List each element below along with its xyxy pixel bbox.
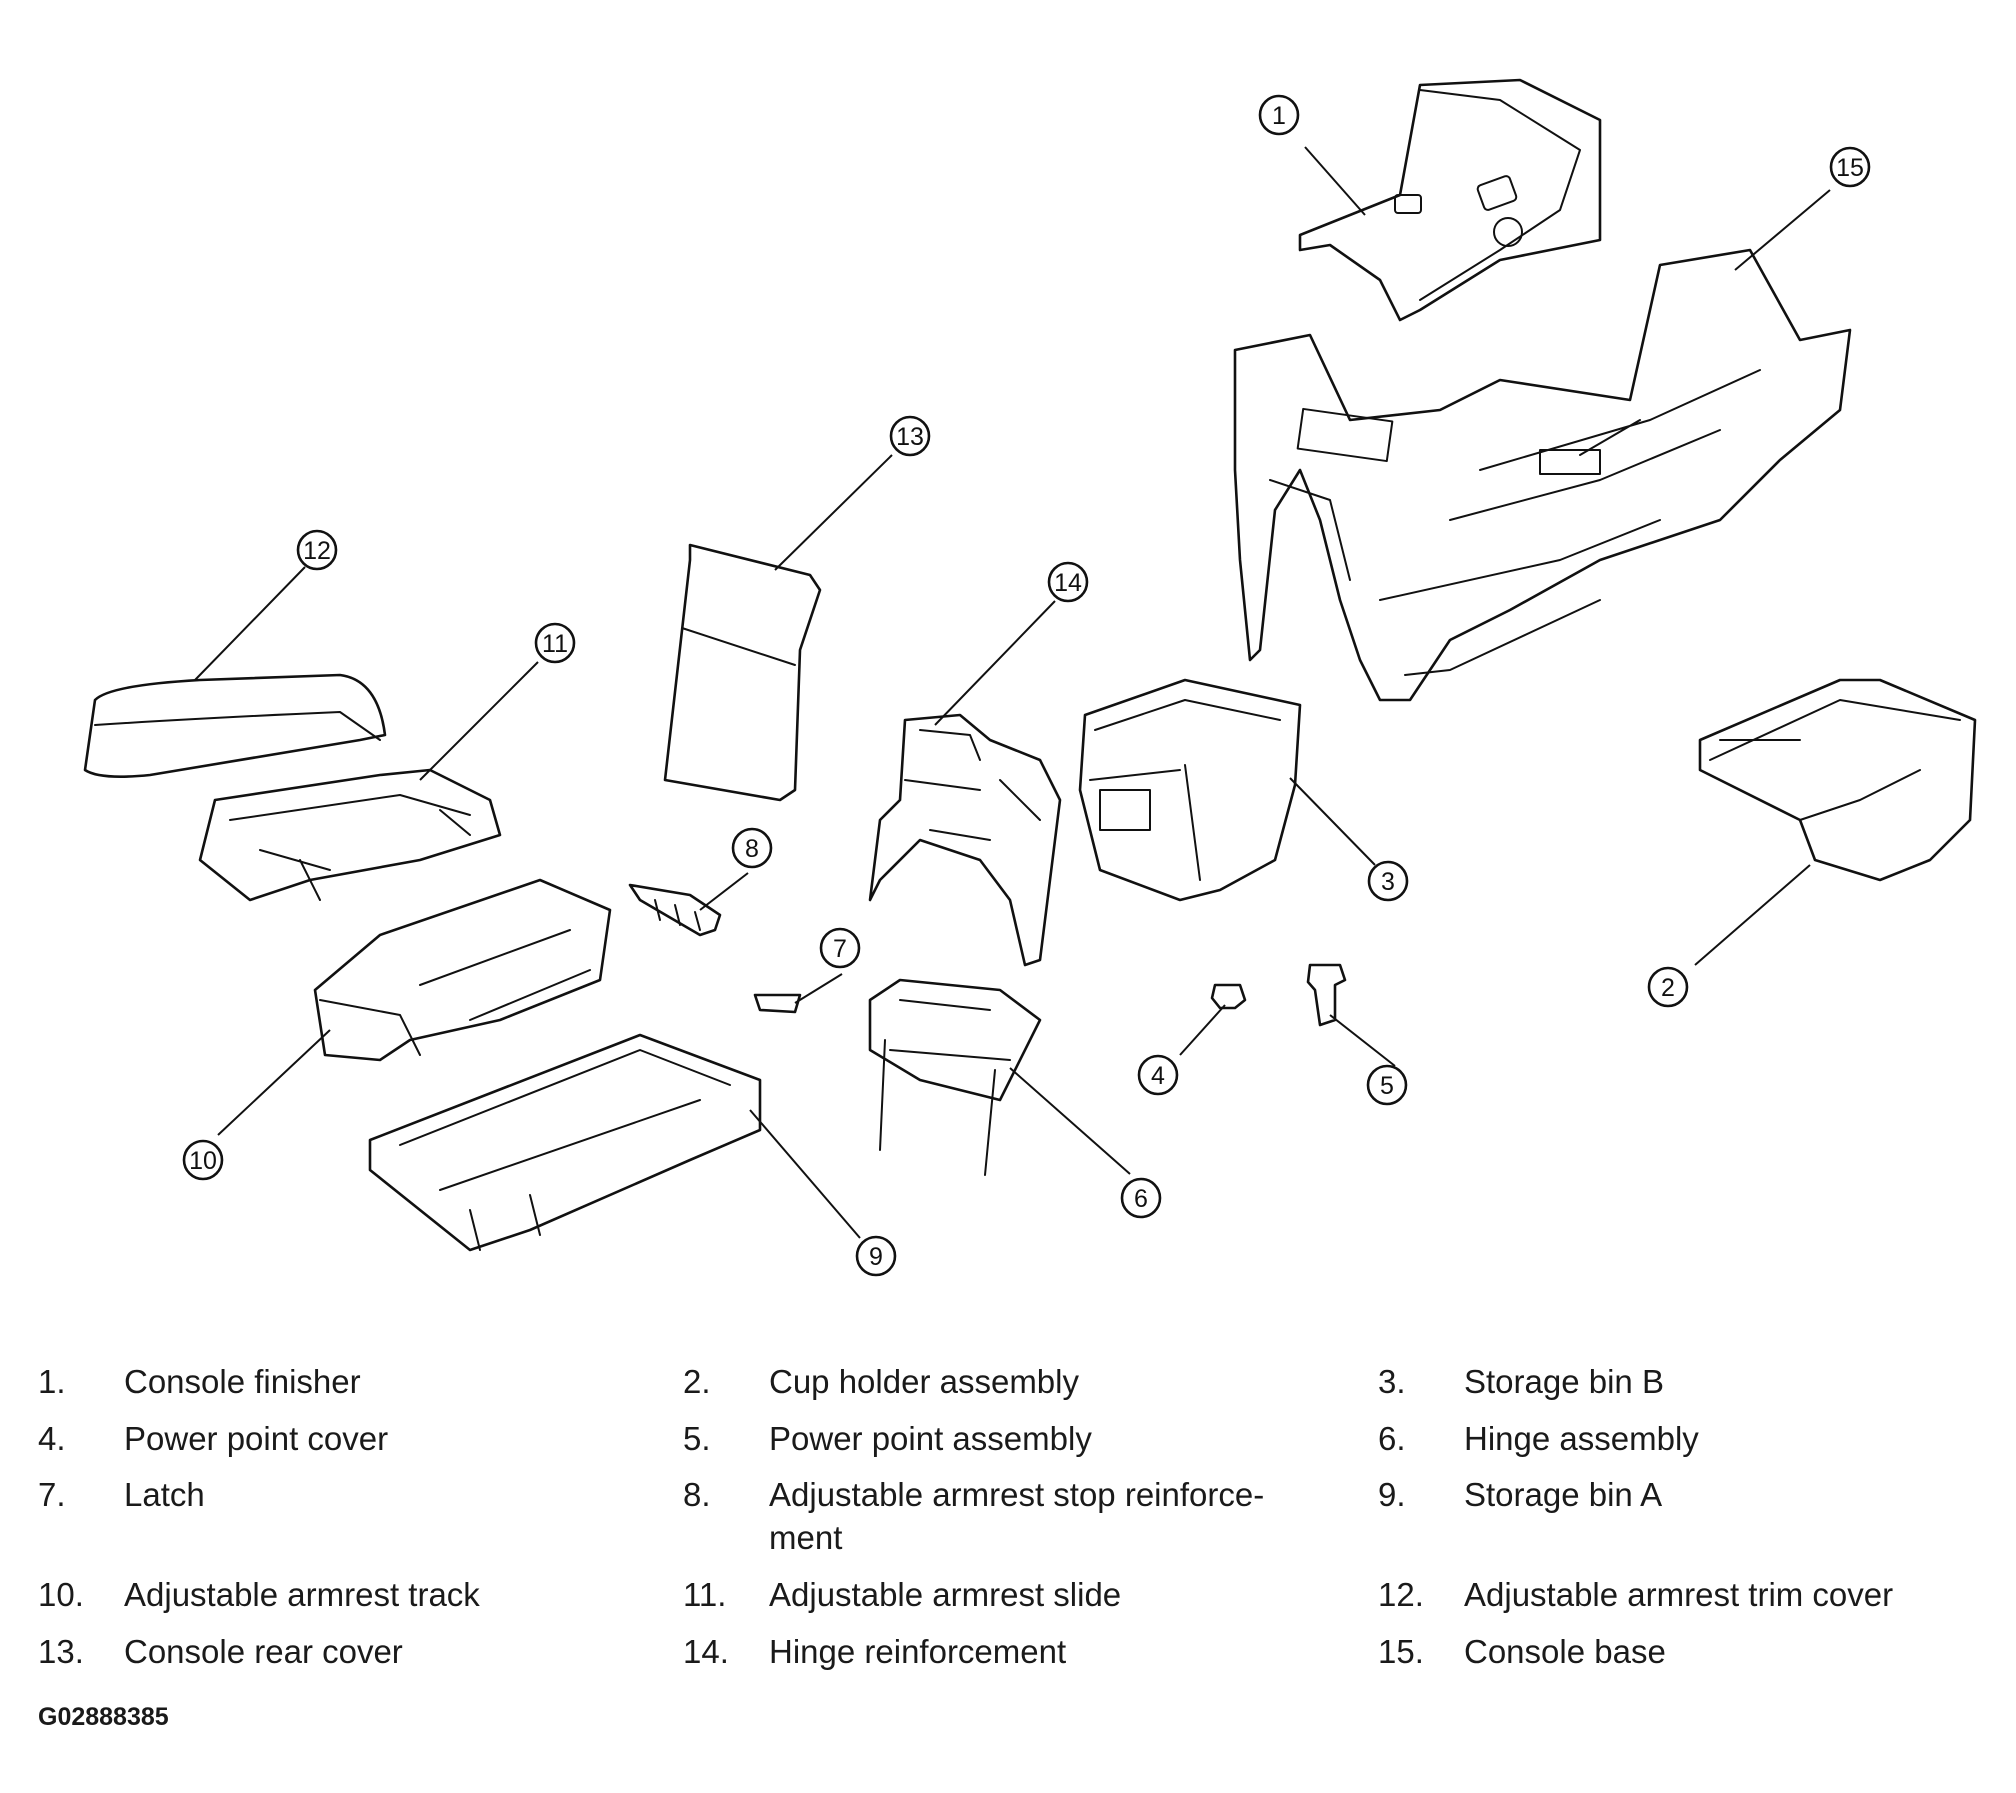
legend-label: Latch <box>124 1476 205 1513</box>
leader-11 <box>419 661 539 781</box>
svg-text:7: 7 <box>833 935 847 963</box>
svg-text:6: 6 <box>1134 1185 1148 1213</box>
legend-number: 11. <box>683 1576 727 1613</box>
leader-4 <box>1179 1004 1226 1056</box>
legend-number: 12. <box>1378 1576 1424 1613</box>
legend-number: 2. <box>683 1363 711 1400</box>
leader-lines <box>194 146 1831 1239</box>
part-hinge-reinforcement <box>868 713 1062 967</box>
callout-3: 3 <box>1367 860 1409 902</box>
part-armrest-trim-cover <box>83 673 387 778</box>
legend-label: Adjustable armrest slide <box>769 1576 1122 1613</box>
legend-number: 9. <box>1378 1476 1406 1513</box>
part-console-finisher <box>1298 78 1602 322</box>
legend-label: Storage bin B <box>1464 1363 1664 1400</box>
legend-label: Console rear cover <box>124 1633 403 1670</box>
svg-text:5: 5 <box>1380 1072 1394 1100</box>
part-hinge-assembly <box>868 978 1042 1176</box>
svg-text:9: 9 <box>869 1243 883 1271</box>
leader-13 <box>774 454 893 571</box>
part-armrest-slide <box>198 768 502 902</box>
leader-2 <box>1694 864 1811 966</box>
legend-number: 4. <box>38 1420 66 1457</box>
legend-number: 15. <box>1378 1633 1424 1670</box>
leader-15 <box>1734 189 1831 271</box>
part-armrest-track <box>313 878 612 1062</box>
legend-number: 7. <box>38 1476 66 1513</box>
legend-label: Hinge assembly <box>1464 1420 1699 1457</box>
callout-13: 13 <box>889 415 931 457</box>
svg-text:8: 8 <box>745 835 759 863</box>
legend-label: Console base <box>1464 1633 1666 1670</box>
callout-10: 10 <box>182 1139 224 1181</box>
legend-number: 6. <box>1378 1420 1406 1457</box>
leader-10 <box>217 1029 331 1136</box>
leader-3 <box>1289 777 1376 866</box>
part-storage-bin-a <box>368 1033 762 1252</box>
callout-15: 15 <box>1829 146 1871 188</box>
leader-7 <box>794 973 843 1004</box>
leader-9 <box>749 1109 861 1239</box>
callout-11: 11 <box>534 622 576 664</box>
callout-2: 2 <box>1647 966 1689 1008</box>
legend-label: Power point assembly <box>769 1420 1092 1457</box>
svg-text:12: 12 <box>303 537 331 565</box>
callout-4: 4 <box>1137 1054 1179 1096</box>
part-latch <box>753 993 802 1014</box>
legend-label: Adjustable armrest stop reinforce- ment <box>769 1476 1265 1556</box>
callout-1: 1 <box>1258 94 1300 136</box>
legend-label: Storage bin A <box>1464 1476 1663 1513</box>
legend-number: 14. <box>683 1633 729 1670</box>
callout-8: 8 <box>731 827 773 869</box>
leader-5 <box>1329 1014 1396 1067</box>
callout-6: 6 <box>1120 1177 1162 1219</box>
leader-14 <box>934 600 1056 726</box>
legend-label: Cup holder assembly <box>769 1363 1079 1400</box>
part-storage-bin-b <box>1078 678 1302 902</box>
legend-number: 8. <box>683 1476 711 1513</box>
svg-text:4: 4 <box>1151 1062 1165 1090</box>
leader-12 <box>194 566 306 681</box>
leader-6 <box>1009 1067 1131 1175</box>
leader-1 <box>1304 146 1366 216</box>
part-armrest-stop-reinforcement <box>628 883 722 937</box>
svg-text:15: 15 <box>1836 154 1864 182</box>
svg-text:2: 2 <box>1661 974 1675 1002</box>
callout-7: 7 <box>819 927 861 969</box>
legend-number: 13. <box>38 1633 84 1670</box>
part-console-base <box>1233 248 1852 702</box>
part-console-rear-cover <box>663 543 822 802</box>
legend-label: Hinge reinforcement <box>769 1633 1067 1670</box>
callout-9: 9 <box>855 1235 897 1277</box>
legend-label: Power point cover <box>124 1420 389 1457</box>
legend-number: 3. <box>1378 1363 1406 1400</box>
leader-8 <box>699 872 749 911</box>
legend-label: Adjustable armrest trim cover <box>1464 1576 1894 1613</box>
part-cup-holder-assembly <box>1698 678 1977 882</box>
callout-14: 14 <box>1047 561 1089 603</box>
svg-text:11: 11 <box>542 630 568 658</box>
svg-text:14: 14 <box>1054 569 1082 597</box>
legend-label: Console finisher <box>124 1363 361 1400</box>
legend-number: 1. <box>38 1363 66 1400</box>
svg-text:10: 10 <box>189 1147 217 1175</box>
part-power-point-assembly <box>1306 963 1347 1027</box>
legend-number: 10. <box>38 1576 84 1613</box>
figure-identifier: G02888385 <box>38 1703 169 1731</box>
legend-label: Adjustable armrest track <box>124 1576 480 1613</box>
svg-text:1: 1 <box>1272 102 1286 130</box>
exploded-parts-diagram: 1 2 3 4 5 6 7 8 9 10 11 12 13 14 15 <box>83 78 1977 1277</box>
svg-text:13: 13 <box>896 423 924 451</box>
svg-text:3: 3 <box>1381 868 1395 896</box>
callout-12: 12 <box>296 529 338 571</box>
part-power-point-cover <box>1210 983 1247 1010</box>
legend-number: 5. <box>683 1420 711 1457</box>
callout-5: 5 <box>1366 1064 1408 1106</box>
